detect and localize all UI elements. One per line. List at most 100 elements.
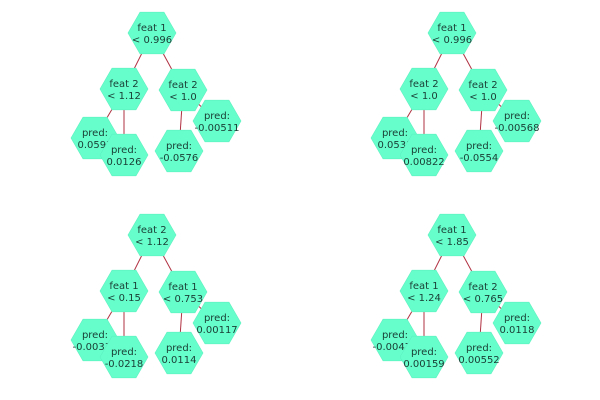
node-value: < 0.996 [132, 35, 172, 46]
node-label: pred: [411, 347, 437, 358]
node-value: < 1.85 [435, 237, 469, 248]
hexagon-node-shape [99, 269, 149, 313]
tree-4-node-right: feat 2< 0.765 [458, 270, 508, 314]
hexagon-node-shape [399, 67, 449, 111]
node-value: -0.0554 [460, 153, 499, 164]
tree-1-node-right: feat 2< 1.0 [158, 68, 208, 112]
tree-4-node-rl: pred:0.00552 [454, 331, 504, 375]
hexagon-node-shape [458, 270, 508, 314]
tree-2-node-rl: pred:-0.0554 [454, 129, 504, 173]
tree-3-node-right: feat 1< 0.753 [158, 270, 208, 314]
node-label: feat 1 [137, 23, 166, 34]
tree-2-node-right: feat 2< 1.0 [458, 68, 508, 112]
node-label: feat 2 [409, 79, 438, 90]
hexagon-node-shape [127, 213, 177, 257]
node-value: 0.0114 [162, 355, 197, 366]
hexagon-node-shape [158, 270, 208, 314]
tree-3-node-rr: pred:0.00117 [192, 301, 242, 345]
node-label: pred: [166, 343, 192, 354]
tree-1-node-rr: pred:-0.00511 [192, 99, 242, 143]
node-value: < 1.0 [169, 92, 196, 103]
tree-4-node-lr: pred:0.00159 [399, 335, 449, 379]
tree-3-node-root: feat 2< 1.12 [127, 213, 177, 257]
node-label: feat 1 [437, 225, 466, 236]
node-value: 0.0535 [378, 140, 413, 151]
node-value: -0.0218 [105, 359, 144, 370]
hexagon-node-shape [99, 67, 149, 111]
node-label: pred: [166, 141, 192, 152]
hexagon-node-shape [192, 99, 242, 143]
hexagon-node-shape [192, 301, 242, 345]
hexagon-node-shape [454, 331, 504, 375]
node-label: pred: [82, 128, 108, 139]
node-value: 0.0118 [500, 325, 535, 336]
hexagon-node-shape [492, 301, 542, 345]
node-label: feat 1 [437, 23, 466, 34]
node-label: pred: [382, 330, 408, 341]
hexagon-node-shape [399, 133, 449, 177]
node-label: feat 2 [468, 80, 497, 91]
tree-2-node-lr: pred:0.00822 [399, 133, 449, 177]
node-value: < 1.0 [469, 92, 496, 103]
node-label: pred: [504, 111, 530, 122]
hexagon-node-shape [154, 129, 204, 173]
node-value: 0.0597 [78, 140, 113, 151]
node-label: pred: [204, 111, 230, 122]
node-value: -0.00478 [373, 342, 418, 353]
node-label: feat 2 [468, 282, 497, 293]
hexagon-node-shape [399, 335, 449, 379]
tree-4-node-root: feat 1< 1.85 [427, 213, 477, 257]
edges-layer [94, 32, 518, 357]
hexagon-node-shape [158, 68, 208, 112]
node-label: pred: [411, 145, 437, 156]
node-label: feat 2 [168, 80, 197, 91]
node-label: pred: [466, 141, 492, 152]
node-value: < 1.12 [135, 237, 169, 248]
node-value: 0.00552 [458, 355, 499, 366]
hexagon-node-shape [99, 335, 149, 379]
node-value: 0.00117 [196, 325, 237, 336]
node-value: < 1.12 [107, 91, 141, 102]
hexagon-node-shape [99, 133, 149, 177]
tree-3-node-lr: pred:-0.0218 [99, 335, 149, 379]
node-label: pred: [82, 330, 108, 341]
node-value: 0.0126 [107, 157, 142, 168]
node-label: feat 2 [109, 79, 138, 90]
node-value: -0.00332 [73, 342, 118, 353]
tree-4-node-rr: pred:0.0118 [492, 301, 542, 345]
tree-3-node-left: feat 1< 0.15 [99, 269, 149, 313]
tree-1-node-lr: pred:0.0126 [99, 133, 149, 177]
tree-4-node-left: feat 1< 1.24 [399, 269, 449, 313]
tree-3-node-rl: pred:0.0114 [154, 331, 204, 375]
node-label: pred: [111, 347, 137, 358]
node-value: -0.00511 [195, 123, 240, 134]
node-label: feat 1 [168, 282, 197, 293]
tree-1-node-left: feat 2< 1.12 [99, 67, 149, 111]
node-value: -0.00568 [495, 123, 540, 134]
node-label: feat 1 [409, 281, 438, 292]
node-value: < 1.0 [410, 91, 437, 102]
node-label: feat 1 [109, 281, 138, 292]
tree-2-node-left: feat 2< 1.0 [399, 67, 449, 111]
node-label: pred: [204, 313, 230, 324]
node-value: < 0.765 [463, 294, 503, 305]
hexagon-node-shape [492, 99, 542, 143]
node-label: pred: [382, 128, 408, 139]
hexagon-node-shape [127, 11, 177, 55]
node-label: feat 2 [137, 225, 166, 236]
node-value: -0.0576 [160, 153, 199, 164]
node-label: pred: [466, 343, 492, 354]
hexagon-node-shape [399, 269, 449, 313]
hexagon-node-shape [427, 213, 477, 257]
tree-2-node-root: feat 1< 0.996 [427, 11, 477, 55]
node-label: pred: [504, 313, 530, 324]
node-value: < 1.24 [407, 293, 441, 304]
node-value: < 0.753 [163, 294, 203, 305]
hexagon-node-shape [454, 129, 504, 173]
node-value: < 0.15 [107, 293, 141, 304]
node-value: < 0.996 [432, 35, 472, 46]
tree-2-node-rr: pred:-0.00568 [492, 99, 542, 143]
hexagon-node-shape [427, 11, 477, 55]
